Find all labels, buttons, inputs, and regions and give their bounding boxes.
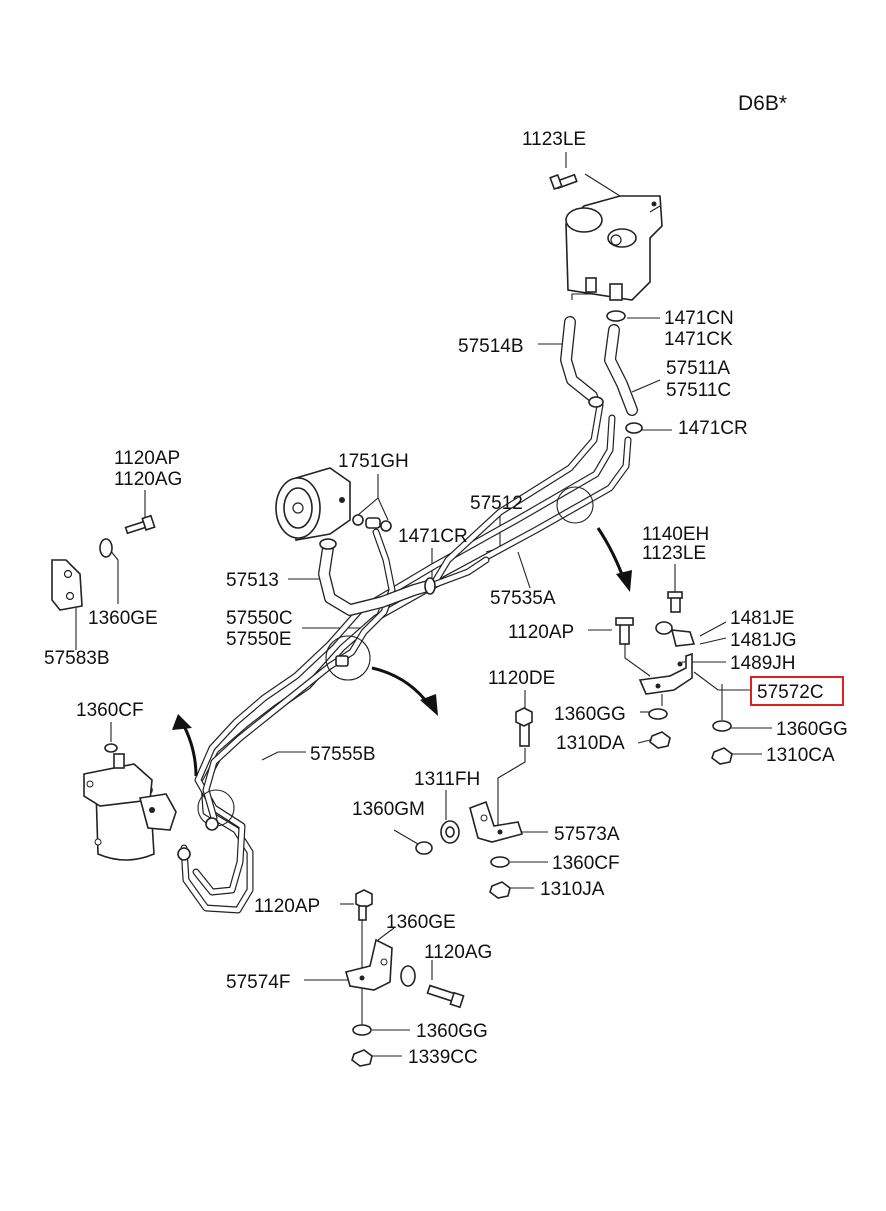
washer-icon bbox=[415, 841, 433, 855]
part-label-57583b[interactable]: 57583B bbox=[44, 648, 110, 669]
o-ring-icon bbox=[380, 520, 392, 532]
part-label-1360gg-right1[interactable]: 1360GG bbox=[554, 704, 626, 725]
bracket-icon bbox=[51, 559, 83, 611]
part-label-1360cf-mid[interactable]: 1360CF bbox=[552, 853, 620, 874]
part-label-1471cr-right[interactable]: 1471CR bbox=[678, 418, 748, 439]
fitting-icon bbox=[365, 517, 381, 529]
part-label-1120ap-bottom[interactable]: 1120AP bbox=[254, 896, 320, 917]
reservoir-icon bbox=[565, 195, 663, 301]
part-label-1120ag-bottom[interactable]: 1120AG bbox=[424, 942, 492, 963]
washer-icon bbox=[712, 720, 732, 732]
part-label-1360gg-right2[interactable]: 1360GG bbox=[776, 719, 848, 740]
part-label-1123le-mid[interactable]: 1123LE bbox=[642, 543, 706, 564]
part-label-57512[interactable]: 57512 bbox=[470, 493, 523, 514]
part-label-1360ge-left[interactable]: 1360GE bbox=[88, 608, 158, 629]
bolt-icon bbox=[667, 591, 683, 613]
part-label-1123le[interactable]: 1123LE bbox=[522, 129, 586, 150]
part-label-1360gm[interactable]: 1360GM bbox=[352, 799, 425, 820]
part-label-57574f[interactable]: 57574F bbox=[226, 972, 290, 993]
bracket-icon bbox=[469, 800, 524, 843]
part-label-1360cf-top[interactable]: 1360CF bbox=[76, 700, 144, 721]
washer-icon bbox=[352, 1024, 372, 1036]
part-label-1339cc[interactable]: 1339CC bbox=[408, 1047, 478, 1068]
part-label-57572c[interactable]: 57572C bbox=[757, 682, 824, 703]
bushing-icon bbox=[440, 820, 460, 844]
hose-clamp-icon bbox=[625, 422, 643, 434]
part-label-57535a[interactable]: 57535A bbox=[490, 588, 556, 609]
part-label-57513[interactable]: 57513 bbox=[226, 570, 279, 591]
part-label-1489jh[interactable]: 1489JH bbox=[730, 653, 796, 674]
part-label-57511a[interactable]: 57511A bbox=[666, 358, 730, 379]
part-label-1481jg[interactable]: 1481JG bbox=[730, 630, 797, 651]
detail-arrow-icon bbox=[596, 527, 632, 592]
hose-clamp-icon bbox=[424, 577, 436, 595]
part-label-57555b[interactable]: 57555B bbox=[310, 744, 376, 765]
detail-arrow-icon bbox=[371, 666, 438, 716]
part-label-1310ca[interactable]: 1310CA bbox=[766, 745, 835, 766]
washer-icon bbox=[104, 743, 118, 753]
part-label-1471ck[interactable]: 1471CK bbox=[664, 329, 733, 350]
part-label-1120ag-top[interactable]: 1120AG bbox=[114, 469, 182, 490]
steering-pump-icon bbox=[83, 753, 177, 861]
part-label-1310da[interactable]: 1310DA bbox=[556, 733, 625, 754]
model-code-header: D6B* bbox=[738, 92, 787, 115]
part-label-1310ja[interactable]: 1310JA bbox=[540, 879, 605, 900]
washer-icon bbox=[99, 538, 113, 558]
part-label-1120ap-top[interactable]: 1120AP bbox=[114, 448, 180, 469]
detail-circle-upper bbox=[556, 486, 594, 524]
bolt-icon bbox=[615, 617, 634, 645]
part-label-57511c[interactable]: 57511C bbox=[666, 380, 731, 401]
washer-icon bbox=[648, 708, 668, 720]
part-label-1360ge-bottom[interactable]: 1360GE bbox=[386, 912, 456, 933]
hose-clamp-icon bbox=[319, 538, 337, 550]
nut-icon bbox=[489, 881, 511, 899]
bolt-icon bbox=[549, 173, 578, 191]
part-label-57573a[interactable]: 57573A bbox=[554, 824, 620, 845]
part-label-1360gg-bottom[interactable]: 1360GG bbox=[416, 1021, 488, 1042]
pump-pulley-icon bbox=[275, 467, 351, 541]
hose-clamp-icon bbox=[606, 310, 626, 322]
clip-icon bbox=[655, 621, 696, 647]
pressure-lines bbox=[180, 316, 638, 914]
part-label-1120ap-right[interactable]: 1120AP bbox=[508, 622, 574, 643]
detail-circle-middle bbox=[325, 635, 371, 681]
bolt-icon bbox=[124, 514, 156, 535]
part-label-1140eh[interactable]: 1140EH bbox=[642, 524, 709, 545]
part-label-57550c[interactable]: 57550C bbox=[226, 608, 293, 629]
detail-arrow-icon bbox=[172, 714, 198, 777]
hose-clamp-icon bbox=[588, 396, 604, 408]
part-label-1481je[interactable]: 1481JE bbox=[730, 608, 794, 629]
bolt-icon bbox=[515, 707, 533, 747]
part-label-1311fh[interactable]: 1311FH bbox=[414, 769, 480, 790]
part-label-57550e[interactable]: 57550E bbox=[226, 629, 292, 650]
o-ring-icon bbox=[352, 514, 364, 526]
nut-icon bbox=[351, 1049, 373, 1067]
part-label-1471cn[interactable]: 1471CN bbox=[664, 308, 734, 329]
fitting-icon bbox=[177, 847, 191, 861]
highlight-box bbox=[750, 676, 844, 706]
nut-icon bbox=[649, 731, 671, 749]
fitting-icon bbox=[205, 817, 219, 831]
part-label-57514b[interactable]: 57514B bbox=[458, 336, 524, 357]
bracket-icon bbox=[345, 938, 393, 991]
fitting-icon bbox=[335, 655, 349, 667]
washer-icon bbox=[400, 965, 416, 987]
bolt-icon bbox=[355, 889, 373, 921]
bracket-icon bbox=[638, 652, 693, 695]
part-label-1120de[interactable]: 1120DE bbox=[488, 668, 555, 689]
nut-icon bbox=[711, 747, 733, 765]
bolt-icon bbox=[426, 984, 465, 1009]
part-label-1471cr-mid[interactable]: 1471CR bbox=[398, 526, 468, 547]
washer-icon bbox=[490, 856, 510, 868]
part-label-1751gh[interactable]: 1751GH bbox=[338, 451, 409, 472]
